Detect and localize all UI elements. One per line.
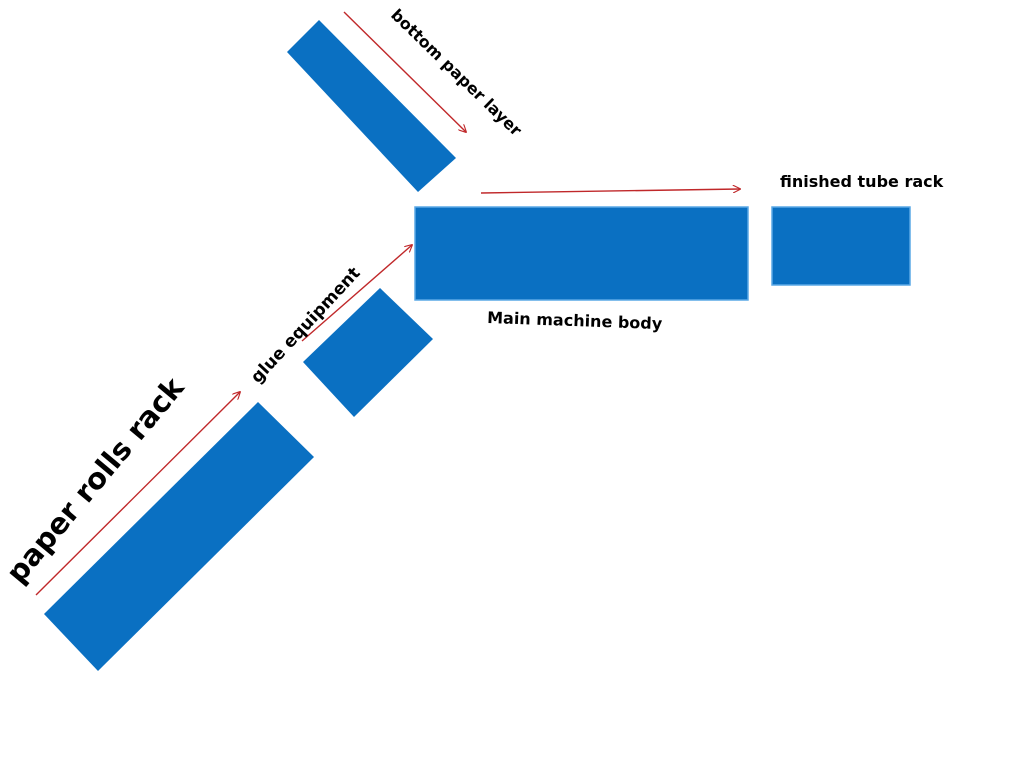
bottom-paper-layer-block [287, 20, 456, 192]
paper-rolls-to-glue-arrow [35, 392, 240, 596]
main-machine-body-block [414, 206, 749, 301]
paper-rolls-rack-block [44, 402, 314, 671]
finished-tube-rack-block [771, 206, 911, 286]
main-to-finished-arrow [480, 189, 740, 194]
main-machine-body-label: Main machine body [487, 308, 663, 333]
glue-equipment-block [303, 288, 433, 417]
finished-tube-rack-label: finished tube rack [780, 172, 944, 191]
bottom-paper-layer-arrow [343, 11, 466, 132]
glue-to-main-arrow [301, 245, 412, 342]
